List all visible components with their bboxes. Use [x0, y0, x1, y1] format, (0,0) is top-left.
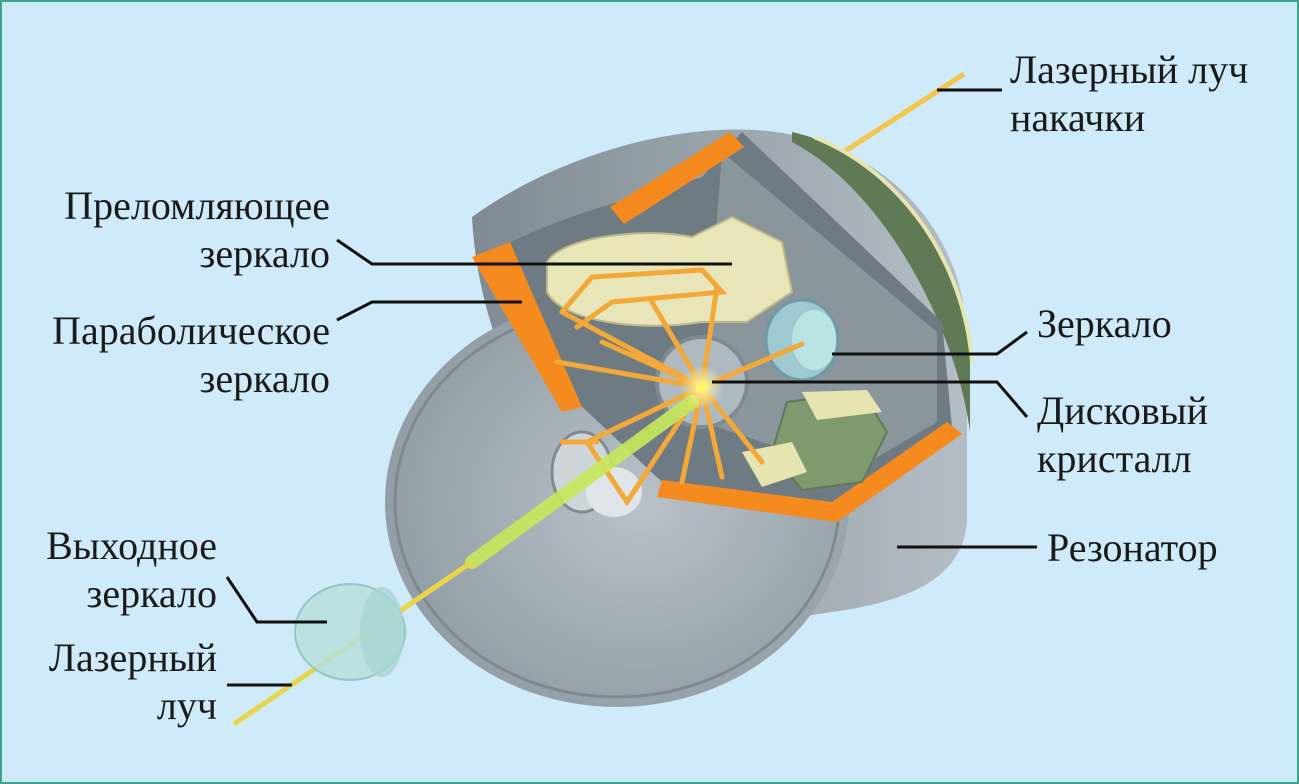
cut-edge-bottom: [657, 422, 962, 522]
label-resonator: Резонатор: [1047, 525, 1218, 570]
mirror-element-face: [792, 310, 836, 370]
leader-lines: [225, 88, 1037, 687]
disk-crystal-core: [696, 381, 708, 393]
small-block: [742, 442, 807, 487]
cut-edge-left: [472, 242, 582, 412]
output-mirror-edge: [360, 587, 404, 677]
resonator-rim-light: [813, 135, 974, 363]
pump-optics-block-top: [802, 390, 882, 420]
resonator-rim: [792, 132, 970, 432]
output-beam: [465, 395, 699, 569]
cut-edge-top: [610, 132, 744, 224]
label-mirror: Зеркало: [1037, 301, 1172, 346]
